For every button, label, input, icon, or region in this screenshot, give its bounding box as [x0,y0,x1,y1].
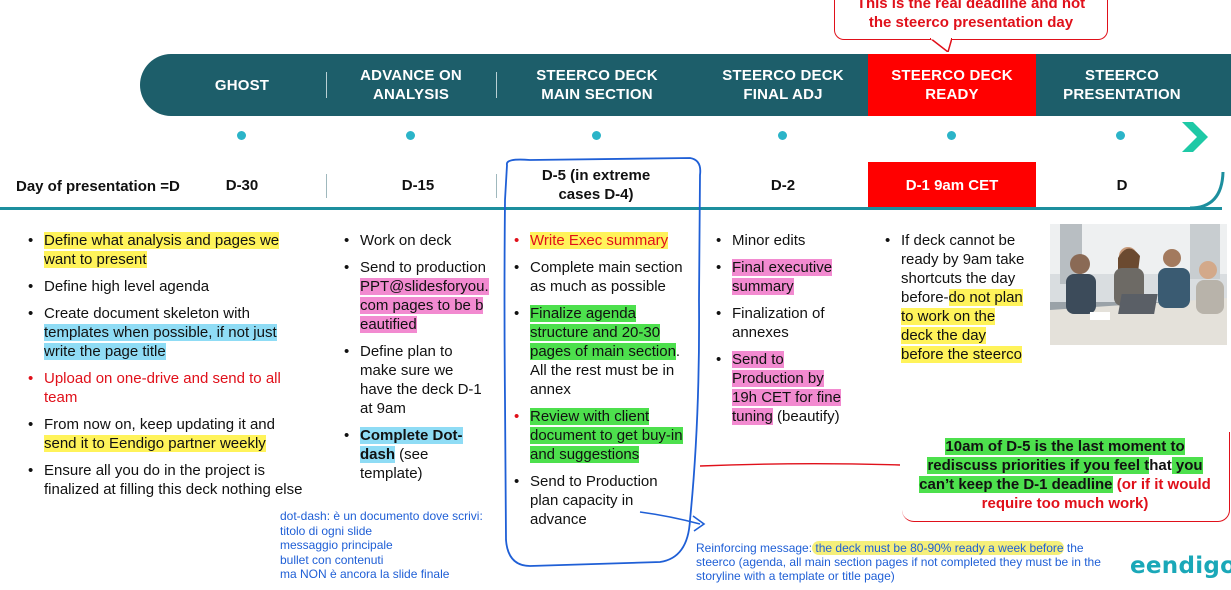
column-d2-tasks: Minor edits Final executive summary Fina… [716,231,850,434]
timeline-dot [947,131,956,140]
deadline-callout: This is the real deadline and not the st… [834,0,1108,40]
list-item: Minor edits [716,231,850,250]
red-connector-line [700,464,900,466]
list-item: If deck cannot be ready by 9am take shor… [885,231,1029,364]
timeline-dot [406,131,415,140]
eendigo-logo: eendigo [1130,553,1231,579]
day-row-label: Day of presentation =D [16,178,180,195]
list-item: Send to production PPT@slidesforyou.com … [344,258,490,334]
timeline-dot [592,131,601,140]
team-meeting-photo [1050,224,1227,345]
list-item: Write Exec summary [514,231,684,250]
list-item: Work on deck [344,231,490,250]
list-item: Review with client document to get buy-i… [514,407,684,464]
day-d15: D-15 [370,162,466,208]
list-item: Send to Production by 19h CET for fine t… [716,350,850,426]
list-item: Define high level agenda [28,277,304,296]
day-d30: D-30 [200,162,284,208]
list-item: Create document skeleton with templates … [28,304,304,361]
day-divider [496,174,497,198]
reinforcing-message: Reinforcing message: the deck must be 80… [696,541,1106,583]
column-d15-tasks: Work on deck Send to production PPT@slid… [344,231,490,491]
day-row-curve [1190,170,1226,210]
phase-divider [496,72,497,98]
priority-callout-text: 10am of D-5 is the last moment to redisc… [912,437,1218,513]
list-item: Define plan to make sure we have the dec… [344,342,490,418]
list-item: Complete Dot-dash (see template) [344,426,490,483]
column-d5-tasks: Write Exec summary Complete main section… [514,231,684,537]
callout-pointer [930,38,952,52]
day-d1: D-1 9am CET [868,162,1036,208]
chevron-right-icon [1180,120,1210,154]
day-d2: D-2 [730,162,836,208]
list-item: Send to Production plan capacity in adva… [514,472,684,529]
callout-line-2: the steerco presentation day [835,13,1107,32]
column-d1-tasks: If deck cannot be ready by 9am take shor… [885,231,1029,372]
timeline-dot [237,131,246,140]
phase-divider [326,72,327,98]
day-row-underline [0,207,1222,210]
day-d: D [1080,162,1164,208]
list-item: Finalize agenda structure and 20-30 page… [514,304,684,399]
timeline-dot [778,131,787,140]
list-item: Finalization of annexes [716,304,850,342]
list-item: Define what analysis and pages we want t… [28,231,304,269]
phase-ghost: GHOST [160,54,324,116]
timeline-dot [1116,131,1125,140]
list-item: From now on, keep updating it and send i… [28,415,304,453]
callout-line-1: This is the real deadline and not [835,0,1107,13]
list-item: Upload on one-drive and send to all team [28,369,304,407]
list-item: Complete main section as much as possibl… [514,258,684,296]
list-item: Ensure all you do in the project is fina… [28,461,304,499]
list-item: Final executive summary [716,258,850,296]
day-divider [326,174,327,198]
dot-dash-annotation: dot-dash: è un documento dove scrivi: ti… [280,509,512,582]
column-d30-tasks: Define what analysis and pages we want t… [28,231,304,507]
